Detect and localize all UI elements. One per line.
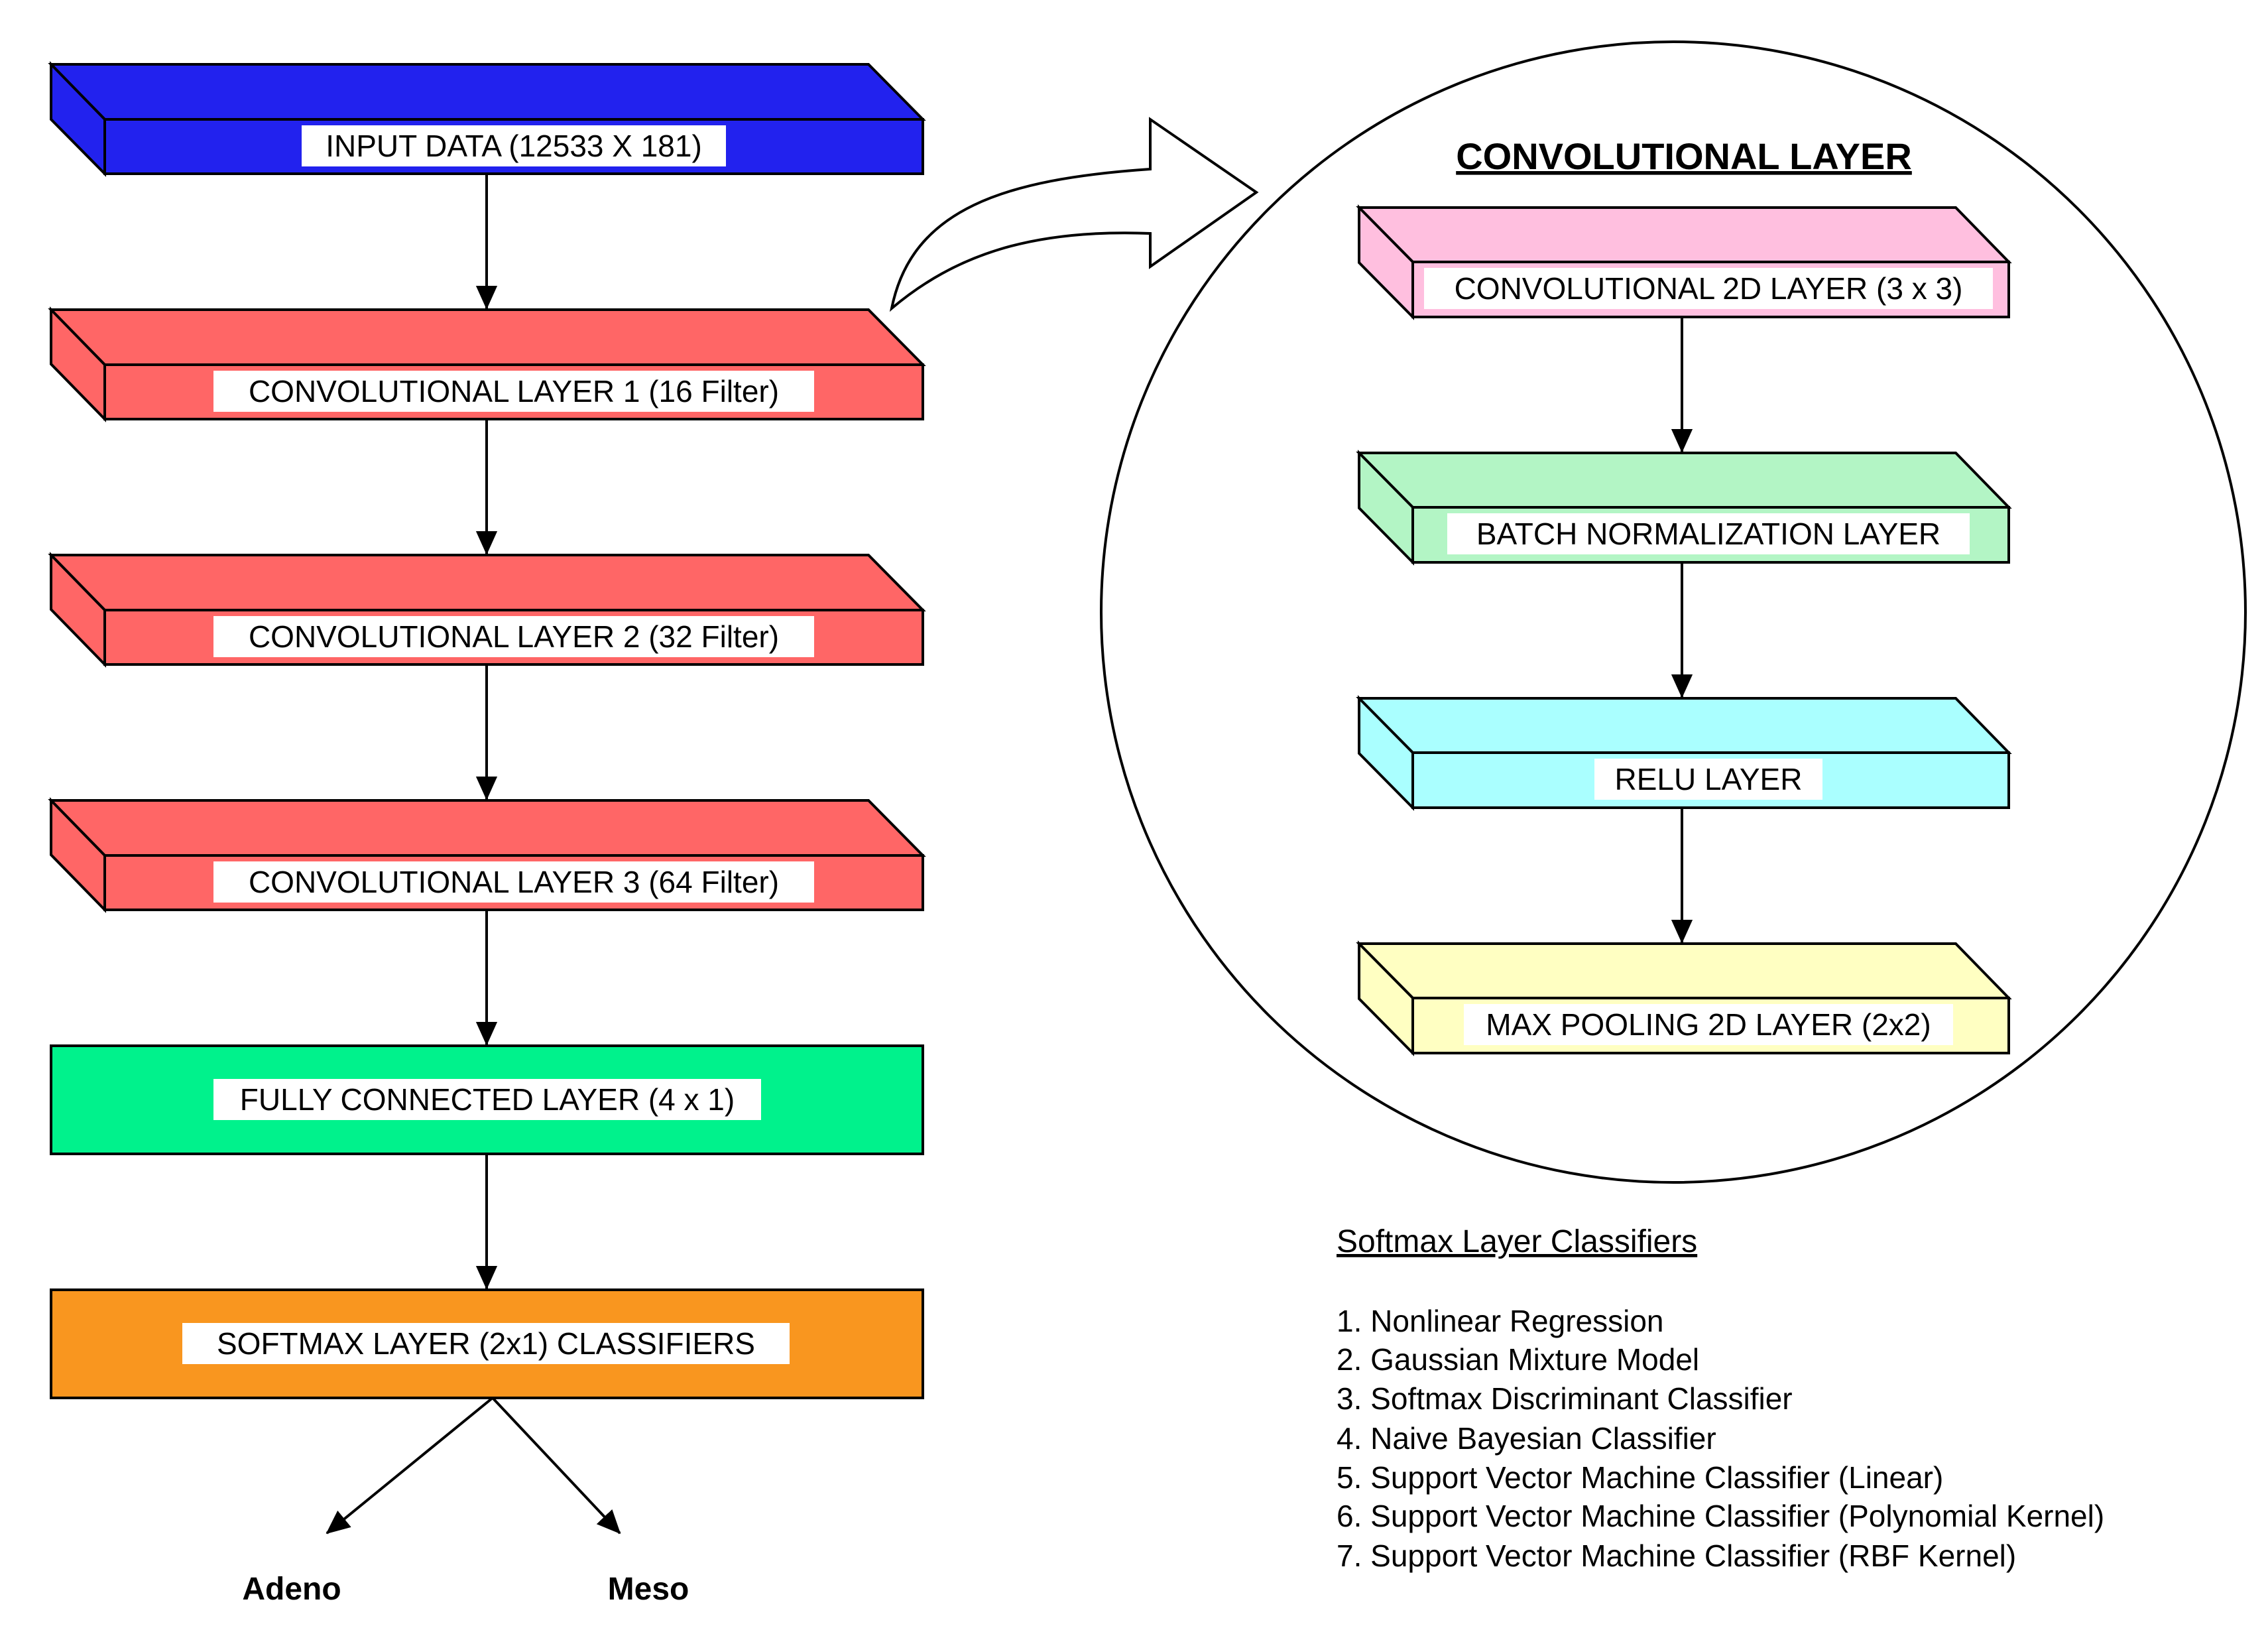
max-pooling-label: MAX POOLING 2D LAYER (2x2) (1486, 1007, 1931, 1042)
input-data-label: INPUT DATA (12533 X 181) (326, 129, 702, 163)
relu-block: RELU LAYER (1356, 695, 2012, 811)
convolutional-layer-detail-circle (1100, 40, 2247, 1184)
arrow-softmax-to-meso (491, 1397, 621, 1535)
batch-normalization-label: BATCH NORMALIZATION LAYER (1476, 517, 1940, 551)
softmax-label-bg (182, 1323, 790, 1364)
softmax-block: SOFTMAX LAYER (2x1) CLASSIFIERS (50, 1288, 924, 1399)
classifier-item: 1. Nonlinear Regression (1337, 1304, 1664, 1338)
input-data-label-bg (302, 125, 726, 166)
fully-connected-block: FULLY CONNECTED LAYER (4 x 1) (50, 1044, 924, 1155)
classifier-item: 6. Support Vector Machine Classifier (Po… (1337, 1499, 2104, 1533)
relu-label-bg (1594, 759, 1822, 800)
softmax-label: SOFTMAX LAYER (2x1) CLASSIFIERS (217, 1326, 755, 1361)
relu-top-face (1356, 697, 2012, 754)
conv-layer-2-label: CONVOLUTIONAL LAYER 2 (32 Filter) (249, 619, 779, 654)
max-pooling-block: MAX POOLING 2D LAYER (2x2) (1356, 940, 2012, 1056)
batch-normalization-block: BATCH NORMALIZATION LAYER (1356, 450, 2012, 566)
output-meso-label: Meso (608, 1572, 689, 1607)
classifier-item: 3. Softmax Discriminant Classifier (1337, 1381, 1793, 1416)
conv-layer-1-label-bg (213, 371, 814, 412)
input-data-block: INPUT DATA (12533 X 181) (48, 61, 926, 177)
classifier-item: 4. Naive Bayesian Classifier (1337, 1421, 1716, 1456)
classifiers-title: Softmax Layer Classifiers (1337, 1224, 1697, 1259)
arrow-softmax-to-adeno (326, 1397, 494, 1535)
conv-layer-3-block: CONVOLUTIONAL LAYER 3 (64 Filter) (48, 797, 926, 913)
conv-layer-2-block: CONVOLUTIONAL LAYER 2 (32 Filter) (48, 552, 926, 668)
conv-layer-3-label: CONVOLUTIONAL LAYER 3 (64 Filter) (249, 865, 779, 899)
conv2d-top-face (1356, 206, 2012, 263)
batch-normalization-label-bg (1447, 513, 1970, 554)
conv-layer-1-label: CONVOLUTIONAL LAYER 1 (16 Filter) (249, 374, 779, 408)
conv-layer-3-top-face (48, 799, 926, 857)
convolutional-layer-detail-title: CONVOLUTIONAL LAYER (1456, 135, 1912, 177)
conv2d-label-bg (1424, 268, 1993, 309)
conv2d-label: CONVOLUTIONAL 2D LAYER (3 x 3) (1455, 271, 1963, 306)
fully-connected-label-bg (213, 1079, 761, 1120)
left-stack-connectors (326, 174, 621, 1535)
zoom-callout-arrow (889, 117, 1259, 312)
conv-layer-1-top-face (48, 308, 926, 366)
max-pooling-top-face (1356, 942, 2012, 999)
classifier-item: 5. Support Vector Machine Classifier (Li… (1337, 1460, 1943, 1495)
relu-label: RELU LAYER (1615, 762, 1803, 796)
conv2d-block: CONVOLUTIONAL 2D LAYER (3 x 3) (1356, 204, 2012, 320)
classifier-item: 2. Gaussian Mixture Model (1337, 1342, 1699, 1377)
classifiers-list: 1. Nonlinear Regression 2. Gaussian Mixt… (1337, 1304, 2104, 1573)
conv-layer-2-label-bg (213, 616, 814, 657)
classifier-item: 7. Support Vector Machine Classifier (RB… (1337, 1538, 2016, 1573)
max-pooling-label-bg (1464, 1004, 1953, 1045)
fully-connected-label: FULLY CONNECTED LAYER (4 x 1) (240, 1082, 735, 1117)
input-data-top-face (48, 63, 926, 121)
conv-layer-3-label-bg (213, 861, 814, 903)
output-adeno-label: Adeno (242, 1572, 341, 1607)
conv-layer-2-top-face (48, 554, 926, 611)
batch-normalization-top-face (1356, 452, 2012, 509)
conv-layer-1-block: CONVOLUTIONAL LAYER 1 (16 Filter) (48, 306, 926, 422)
